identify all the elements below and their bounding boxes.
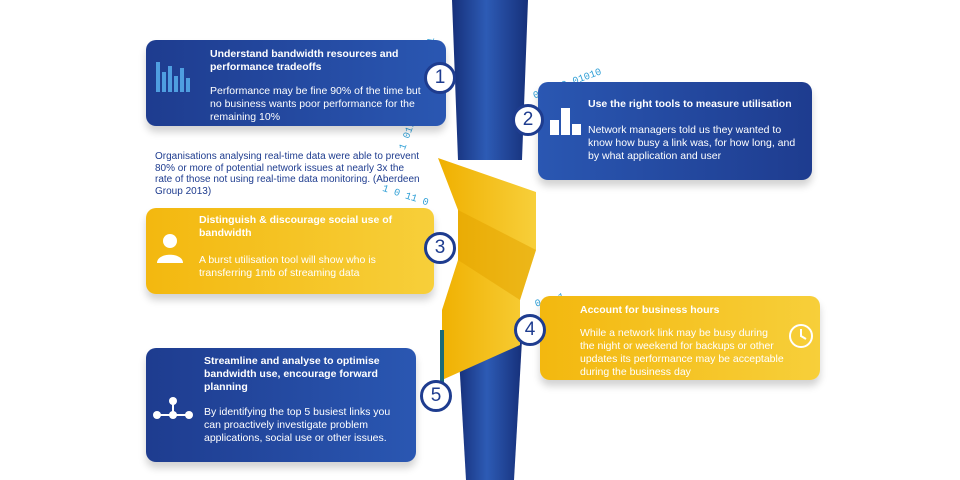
clock-icon xyxy=(789,324,813,348)
step-1-body: Performance may be fine 90% of the time … xyxy=(210,85,421,123)
network-nodes-icon xyxy=(153,397,193,419)
tools-icon xyxy=(550,108,581,135)
step-3-body: A burst utilisation tool will show who i… xyxy=(199,254,376,279)
step-4-number-badge: 4 xyxy=(514,314,546,346)
step-5-number-badge: 5 xyxy=(420,380,452,412)
step-5-card: Streamline and analyse to optimise bandw… xyxy=(146,348,416,462)
step-4-body: While a network link may be busy during … xyxy=(580,327,784,378)
bar-chart-icon xyxy=(156,62,190,92)
step-4-title: Account for business hours xyxy=(580,304,720,316)
pipe-teal-edge xyxy=(440,330,444,395)
step-4-card: Account for business hours While a netwo… xyxy=(540,296,820,380)
step-5-title: Streamline and analyse to optimise bandw… xyxy=(204,355,380,393)
step-5-body: By identifying the top 5 busiest links y… xyxy=(204,406,391,444)
step-2-title: Use the right tools to measure utilisati… xyxy=(588,98,792,110)
person-icon xyxy=(157,234,183,263)
step-3-title: Distinguish & discourage social use of b… xyxy=(199,214,393,239)
step-3-card: Distinguish & discourage social use of b… xyxy=(146,208,434,294)
ribbon-shadow xyxy=(458,210,536,300)
pipe-top xyxy=(452,0,528,160)
step-3-number-badge: 3 xyxy=(424,232,456,264)
statistic-text: Organisations analysing real-time data w… xyxy=(155,151,420,197)
step-2-card: Use the right tools to measure utilisati… xyxy=(538,82,812,180)
step-2-number-badge: 2 xyxy=(512,104,544,136)
step-1-title: Understand bandwidth resources and perfo… xyxy=(210,48,399,73)
pipe-bottom xyxy=(458,340,522,480)
step-2-body: Network managers told us they wanted to … xyxy=(588,124,796,162)
step-1-card: Understand bandwidth resources and perfo… xyxy=(146,40,446,126)
step-1-number-badge: 1 xyxy=(424,62,456,94)
